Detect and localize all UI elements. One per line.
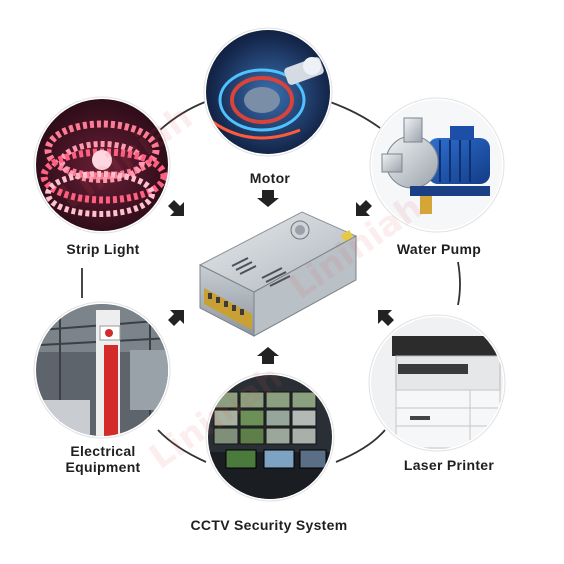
label-electrical-equipment: Electrical Equipment (45, 443, 161, 475)
label-strip-light: Strip Light (66, 241, 140, 257)
electrical-cabinet-image (33, 301, 171, 439)
label-electrical-line1: Electrical (70, 443, 136, 459)
arc-motor-to-pump (329, 101, 381, 129)
cctv-monitor-wall-image (205, 372, 335, 502)
arrows (168, 190, 394, 364)
led-strip-image (33, 96, 171, 234)
connector-ring (81, 101, 461, 463)
power-supply-unit (198, 211, 358, 337)
arrow-from-cctv (257, 347, 279, 364)
motor-image (203, 27, 333, 157)
arrow-from-printer (378, 310, 394, 326)
water-pump-image (369, 97, 505, 233)
arc-pump-to-printer (457, 261, 461, 306)
label-electrical-line2: Equipment (65, 459, 141, 475)
arrow-from-motor (257, 190, 279, 207)
label-laser-printer: Laser Printer (403, 457, 495, 473)
label-motor: Motor (249, 170, 291, 186)
arc-printer-to-cctv (335, 429, 386, 463)
arc-strip-to-motor (159, 101, 206, 131)
arrow-from-pump (356, 200, 372, 216)
arrow-from-elec (168, 310, 184, 326)
arc-cctv-to-elec (157, 429, 207, 463)
label-cctv: CCTV Security System (190, 517, 348, 533)
printer-image (368, 314, 506, 452)
label-water-pump: Water Pump (396, 241, 482, 257)
arrow-from-strip (168, 200, 184, 216)
